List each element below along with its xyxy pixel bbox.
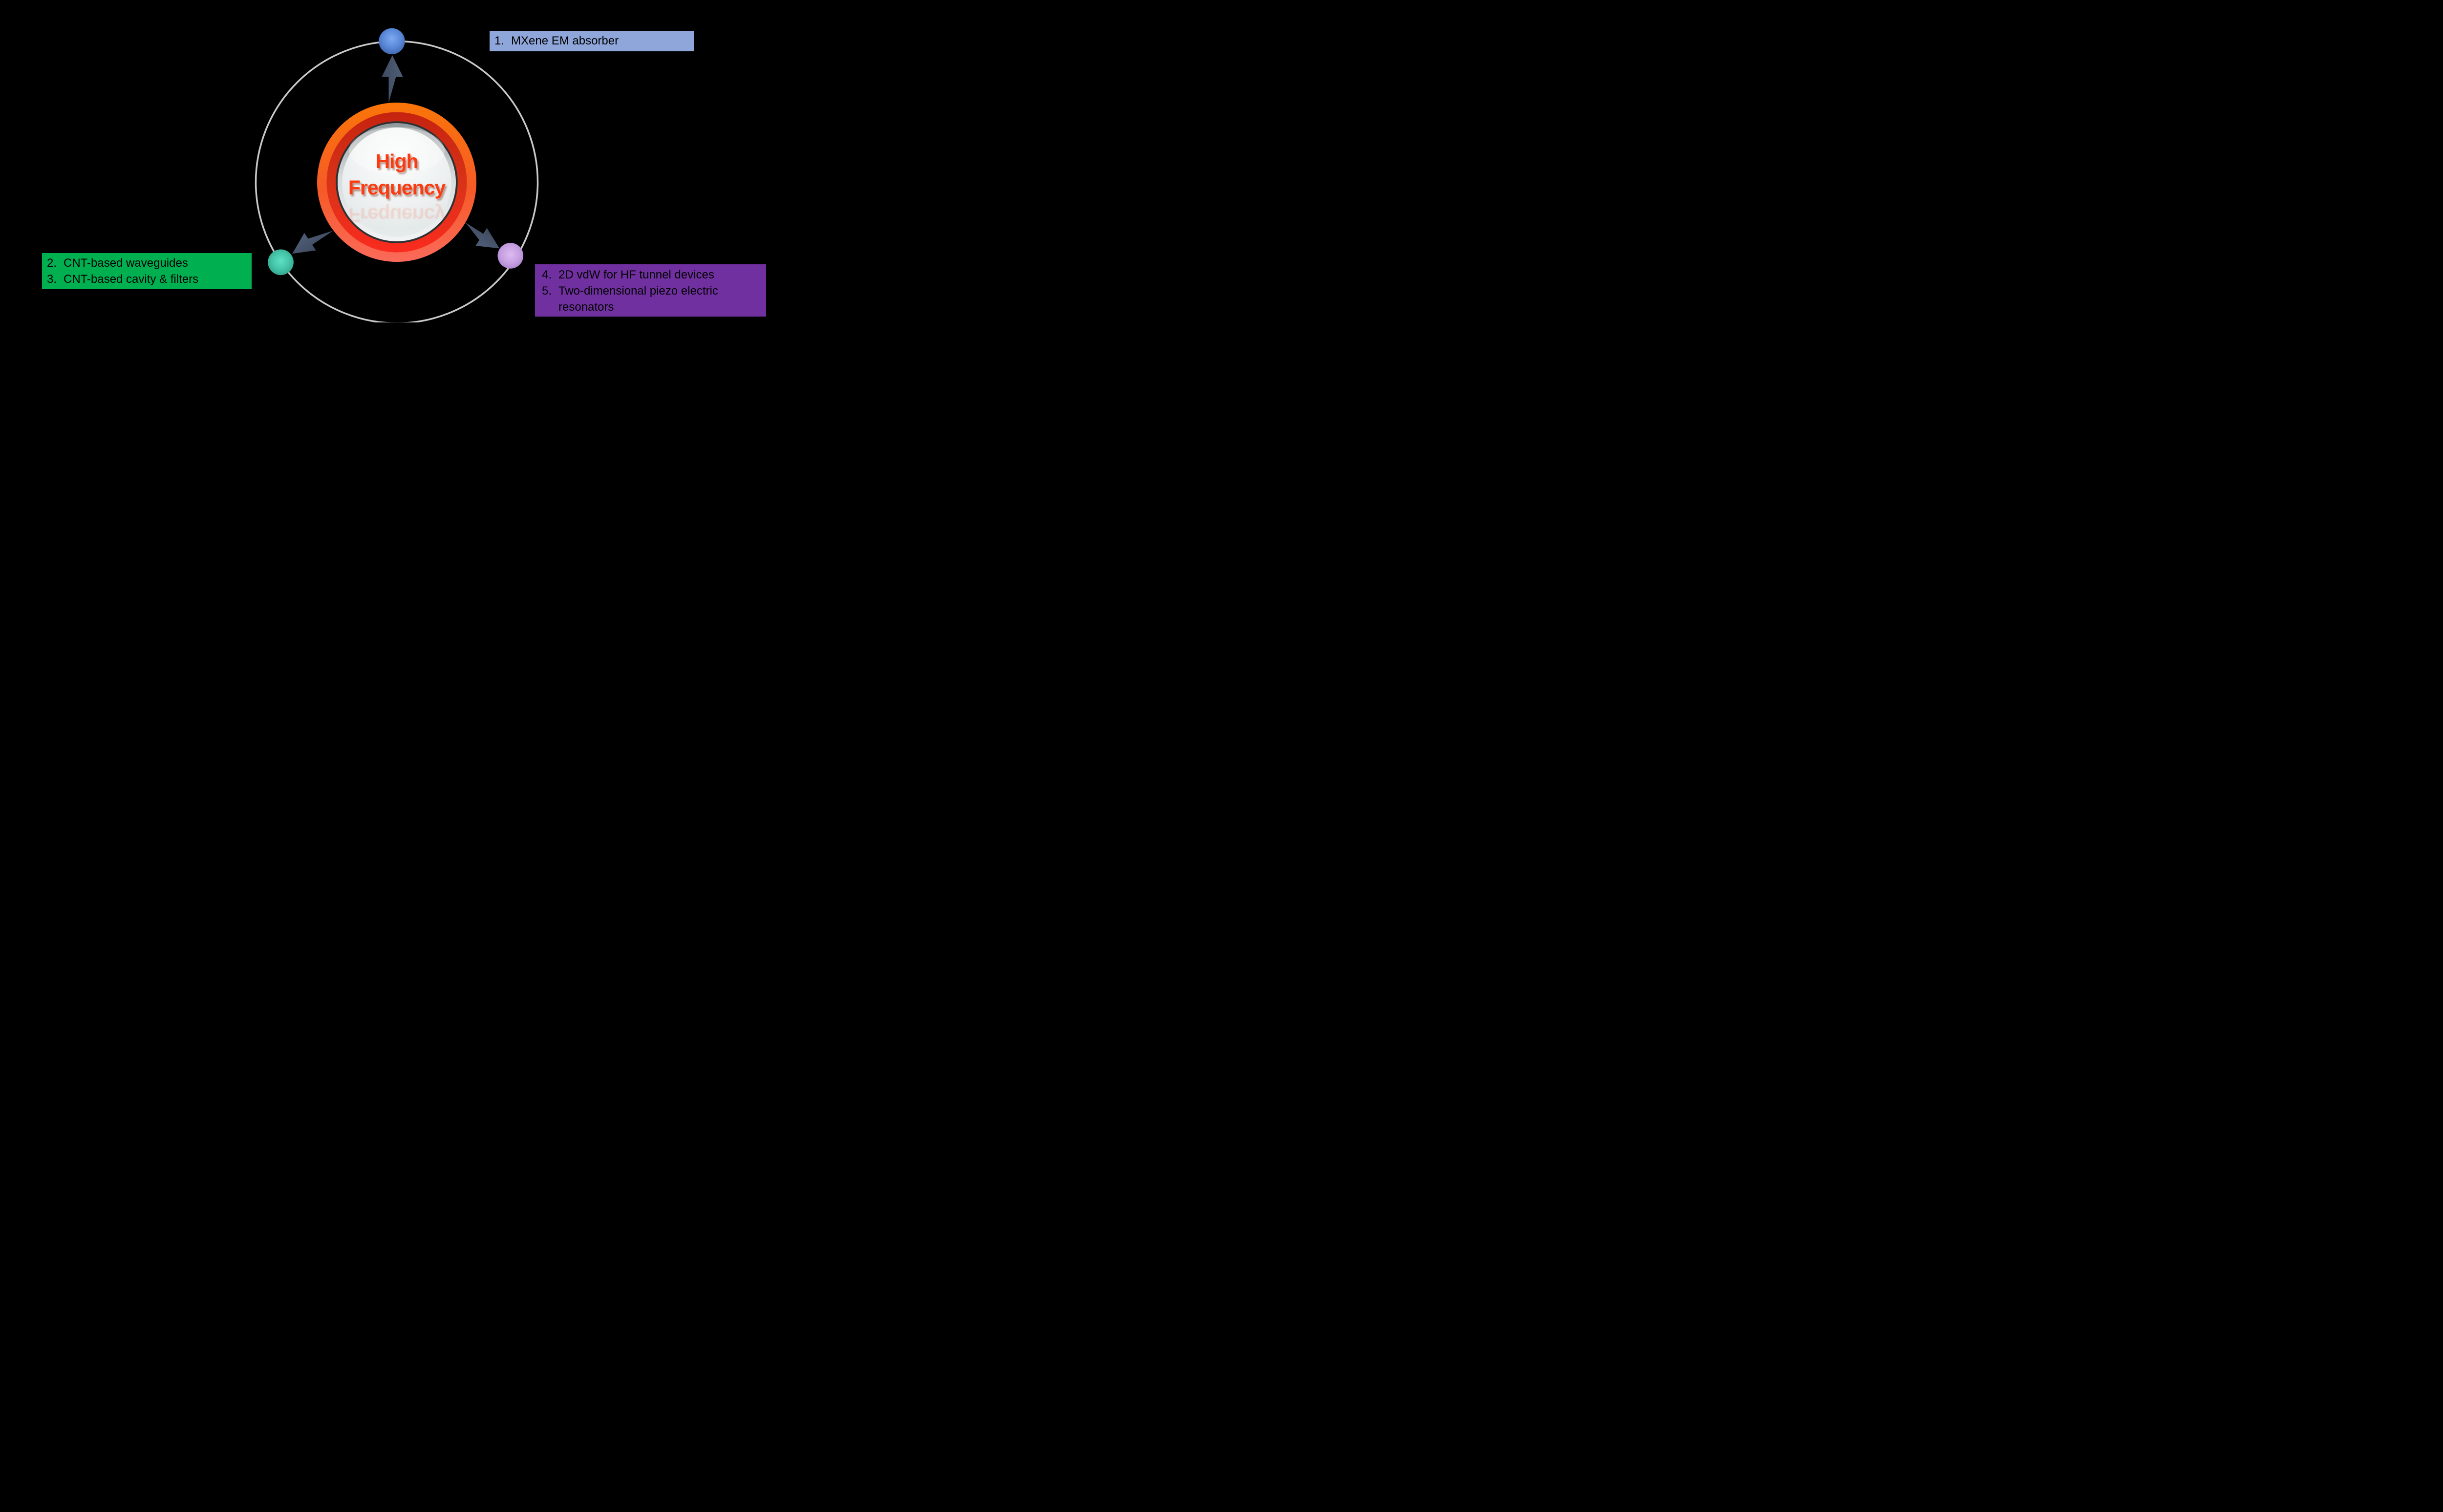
list-item: 4. 2D vdW for HF tunnel devices [542, 267, 766, 283]
item-number: 1. [494, 34, 505, 47]
arrow-up [382, 55, 403, 103]
teal-sphere-node [268, 249, 294, 276]
label-box-vdw: 4. 2D vdW for HF tunnel devices 5. Two-d… [535, 264, 766, 317]
high-frequency-button [317, 103, 476, 262]
item-number: 5. [542, 284, 552, 298]
orbit-diagram [255, 28, 539, 322]
blue-sphere-node [379, 28, 405, 55]
list-item: 2. CNT-based waveguides [47, 255, 252, 271]
item-text: 2D vdW for HF tunnel devices [558, 268, 714, 281]
button-gloss-highlight [349, 127, 445, 174]
lavender-sphere-node [497, 243, 524, 269]
item-text: CNT-based cavity & filters [64, 273, 199, 286]
button-face [342, 128, 451, 237]
list-item: 1. MXene EM absorber [494, 33, 694, 49]
item-number: 4. [542, 268, 552, 281]
label-box-cnt: 2. CNT-based waveguides 3. CNT-based cav… [42, 253, 252, 289]
item-text: Two-dimensional piezo electric resonator… [558, 284, 718, 314]
center-title: High Frequency [323, 148, 470, 201]
arrow-down-right [465, 222, 500, 249]
item-text: MXene EM absorber [511, 34, 619, 47]
label-box-mxene: 1. MXene EM absorber [490, 31, 694, 51]
item-number: 2. [47, 256, 57, 270]
center-title-line2: Frequency [348, 176, 446, 199]
item-number: 3. [47, 273, 57, 286]
arrow-down-left [292, 231, 334, 254]
center-title-line1: High [375, 150, 418, 172]
list-item: 5. Two-dimensional piezo electric resona… [542, 283, 766, 315]
diagram-canvas: High Frequency Frequency 1. MXene EM abs… [0, 0, 766, 322]
item-text: CNT-based waveguides [64, 256, 188, 270]
list-item: 3. CNT-based cavity & filters [47, 271, 252, 287]
